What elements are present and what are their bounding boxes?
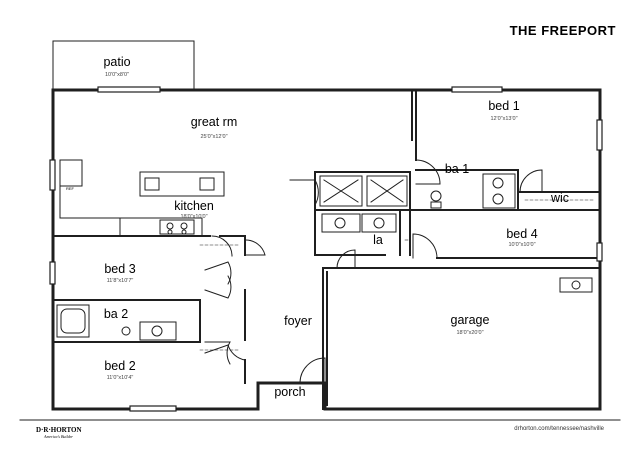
closet-lines	[199, 199, 596, 351]
room-dims-garage: 18'0"x20'0"	[456, 330, 483, 336]
builder-tagline: America's Builder	[43, 434, 73, 439]
room-name-patio: patio	[103, 55, 130, 69]
room-name-bed-2: bed 2	[104, 359, 135, 373]
room-dims-bed-4: 10'0"x10'0"	[508, 242, 535, 248]
room-dims-bed-3: 11'8"x10'7"	[107, 278, 134, 284]
room-dims-bed-2: 11'0"x10'4"	[107, 375, 134, 381]
room-dims-patio: 10'0"x8'0"	[105, 72, 129, 78]
room-name-wic: wic	[550, 191, 569, 205]
room-name-garage: garage	[451, 313, 490, 327]
fridge-label: REF	[66, 186, 75, 191]
room-dims-kitchen: 18'0"x10'0"	[180, 214, 207, 220]
kitchen-counters	[59, 159, 225, 237]
room-name-ba-1: ba 1	[445, 162, 469, 176]
plan-title: THE FREEPORT	[510, 23, 616, 38]
room-dims-bed-1: 12'0"x13'0"	[490, 116, 517, 122]
builder-url: drhorton.com/tennessee/nashville	[514, 426, 604, 432]
builder-logo: D·R·HORTON America's Builder	[36, 426, 82, 439]
room-name-foyer: foyer	[284, 314, 312, 328]
interior-walls	[52, 89, 601, 410]
laundry-fixtures	[321, 213, 397, 233]
room-name-kitchen: kitchen	[174, 199, 214, 213]
room-name-bed-3: bed 3	[104, 262, 135, 276]
room-labels: patio 10'0"x8'0" great rm 25'0"x12'0" be…	[103, 55, 569, 399]
room-dims-great-rm: 25'0"x12'0"	[200, 134, 227, 140]
patio-outline	[52, 40, 195, 91]
windows	[49, 86, 603, 412]
bath-1-fixtures	[319, 173, 516, 209]
room-name-bed-1: bed 1	[488, 99, 519, 113]
water-heater	[559, 277, 593, 293]
room-name-porch: porch	[274, 385, 305, 399]
bath-2-fixtures	[56, 304, 177, 341]
doors	[204, 159, 543, 384]
room-name-ba-2: ba 2	[104, 307, 128, 321]
room-name-bed-4: bed 4	[506, 227, 537, 241]
room-name-la: la	[373, 233, 383, 247]
room-name-great-rm: great rm	[191, 115, 238, 129]
builder-name: D·R·HORTON	[36, 426, 82, 434]
